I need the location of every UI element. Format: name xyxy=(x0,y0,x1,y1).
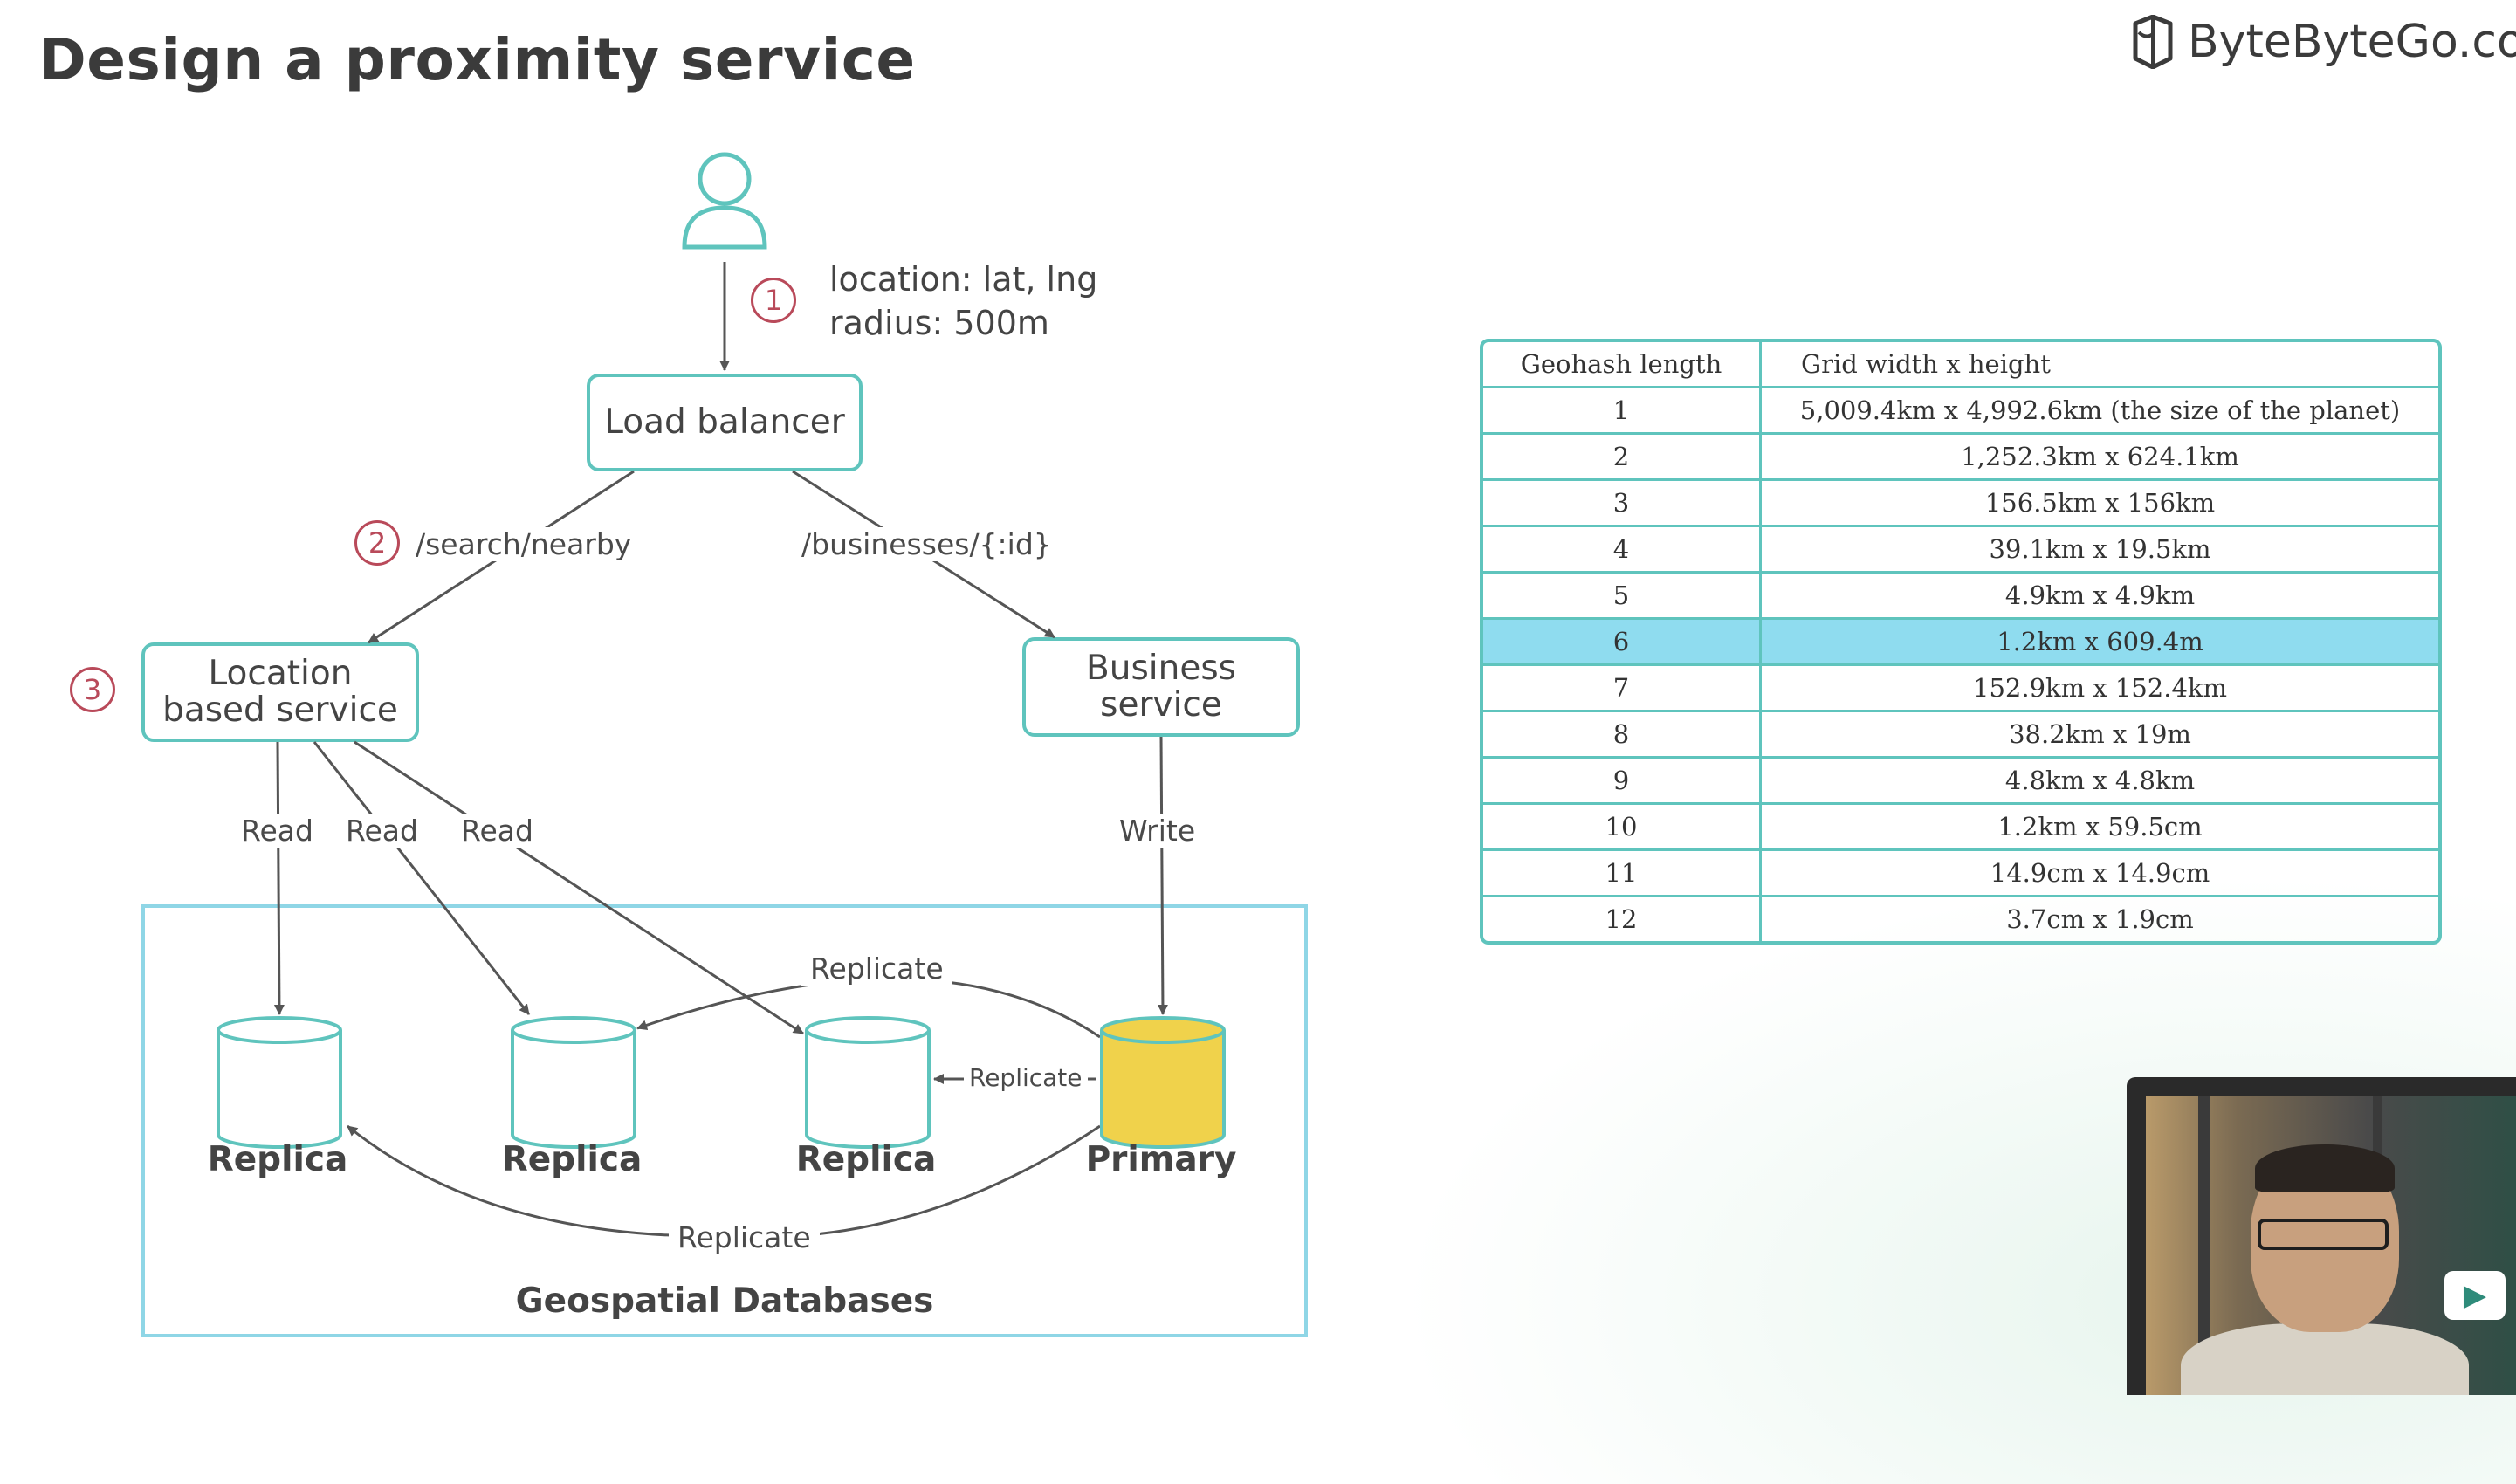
step-3-marker: 3 xyxy=(70,667,115,712)
request-location: location: lat, lng xyxy=(829,260,1098,299)
user-icon xyxy=(682,152,767,250)
request-info: location: lat, lng radius: 500m xyxy=(829,258,1097,345)
replica-db-3[interactable] xyxy=(805,1016,931,1149)
geohash-length-cell: 8 xyxy=(1483,711,1762,759)
business-service-label: Business service xyxy=(1086,649,1236,725)
replicate-label-bottom: Replicate xyxy=(669,1220,820,1254)
read-arrow-1 xyxy=(273,741,285,1015)
grid-size-cell: 38.2km x 19m xyxy=(1760,711,2438,759)
presenter-body xyxy=(2181,1323,2469,1395)
column-header-grid: Grid width x height xyxy=(1760,342,2438,388)
table-row: 12 3.7cm x 1.9cm xyxy=(1483,896,2438,941)
location-service-label: Location based service xyxy=(162,654,398,730)
grid-size-cell: 39.1km x 19.5km xyxy=(1760,526,2438,574)
geospatial-databases-label: Geospatial Databases xyxy=(515,1281,934,1321)
geohash-length-cell: 9 xyxy=(1483,757,1762,805)
replica-label-1: Replica xyxy=(207,1140,348,1179)
read-label-2: Read xyxy=(346,814,418,848)
load-balancer-box[interactable] xyxy=(587,374,863,471)
grid-size-cell: 4.8km x 4.8km xyxy=(1760,757,2438,805)
write-label: Write xyxy=(1119,814,1196,848)
replica-db-1[interactable] xyxy=(217,1016,342,1149)
replica-db-2[interactable] xyxy=(511,1016,636,1149)
grid-size-cell: 1.2km x 609.4m xyxy=(1760,618,2438,666)
geohash-length-cell: 12 xyxy=(1483,896,1762,941)
grid-size-cell: 1,252.3km x 624.1km xyxy=(1760,433,2438,481)
geohash-length-cell: 5 xyxy=(1483,572,1762,620)
geohash-length-cell: 2 xyxy=(1483,433,1762,481)
load-balancer-label: Load balancer xyxy=(604,402,845,442)
read-arrow-2 xyxy=(313,741,531,1015)
presenter-video[interactable]: ▶ xyxy=(2127,1077,2516,1395)
grid-size-cell: 5,009.4km x 4,992.6km (the size of the p… xyxy=(1760,387,2438,435)
replica-label-3: Replica xyxy=(795,1140,937,1179)
grid-size-cell: 156.5km x 156km xyxy=(1760,479,2438,527)
column-header-length: Geohash length xyxy=(1483,342,1762,388)
geohash-length-cell: 3 xyxy=(1483,479,1762,527)
geohash-length-cell: 6 xyxy=(1483,618,1762,666)
grid-size-cell: 14.9cm x 14.9cm xyxy=(1760,849,2438,897)
replica-label-2: Replica xyxy=(501,1140,643,1179)
grid-size-cell: 4.9km x 4.9km xyxy=(1760,572,2438,620)
business-service-box[interactable] xyxy=(1022,637,1300,737)
geohash-length-cell: 11 xyxy=(1483,849,1762,897)
presenter-glasses xyxy=(2258,1219,2389,1250)
bytebytego-logo-icon xyxy=(2133,15,2173,69)
replicate-label-top: Replicate xyxy=(801,952,952,986)
geohash-length-cell: 10 xyxy=(1483,803,1762,851)
geohash-length-cell: 7 xyxy=(1483,664,1762,712)
play-icon[interactable]: ▶ xyxy=(2444,1271,2506,1320)
read-label-1: Read xyxy=(241,814,313,848)
geospatial-database-group xyxy=(141,904,1308,1337)
architecture-diagram xyxy=(141,152,1308,1337)
brand-logo: ByteByteGo.com xyxy=(2130,7,2516,77)
video-frame: ▶ xyxy=(2146,1096,2516,1395)
search-nearby-label: /search/nearby xyxy=(416,527,632,561)
page-title: Design a proximity service xyxy=(38,26,916,93)
primary-label: Primary xyxy=(1085,1140,1237,1179)
step-1-marker: 1 xyxy=(751,278,796,323)
brand-name: ByteByteGo.com xyxy=(2188,16,2516,68)
presenter-hair xyxy=(2255,1144,2395,1192)
shelf-post xyxy=(2198,1096,2210,1395)
step-2-marker: 2 xyxy=(354,520,400,566)
replicate-label-middle: Replicate xyxy=(964,1063,1088,1092)
geohash-length-cell: 1 xyxy=(1483,387,1762,435)
write-arrow xyxy=(1157,736,1168,1015)
shelf-post xyxy=(2373,1096,2382,1201)
read-label-3: Read xyxy=(461,814,533,848)
grid-size-cell: 3.7cm x 1.9cm xyxy=(2006,904,2194,934)
location-service-box[interactable] xyxy=(141,642,419,742)
table-header-row: Geohash length Grid width x height xyxy=(1483,342,2438,388)
request-radius: radius: 500m xyxy=(829,304,1049,342)
businesses-id-label: /businesses/{:id} xyxy=(801,527,1052,561)
grid-size-cell: 1.2km x 59.5cm xyxy=(1760,803,2438,851)
read-arrow-3 xyxy=(354,740,804,1035)
geohash-length-cell: 4 xyxy=(1483,526,1762,574)
primary-db[interactable] xyxy=(1100,1016,1226,1149)
grid-size-cell: 152.9km x 152.4km xyxy=(1760,664,2438,712)
